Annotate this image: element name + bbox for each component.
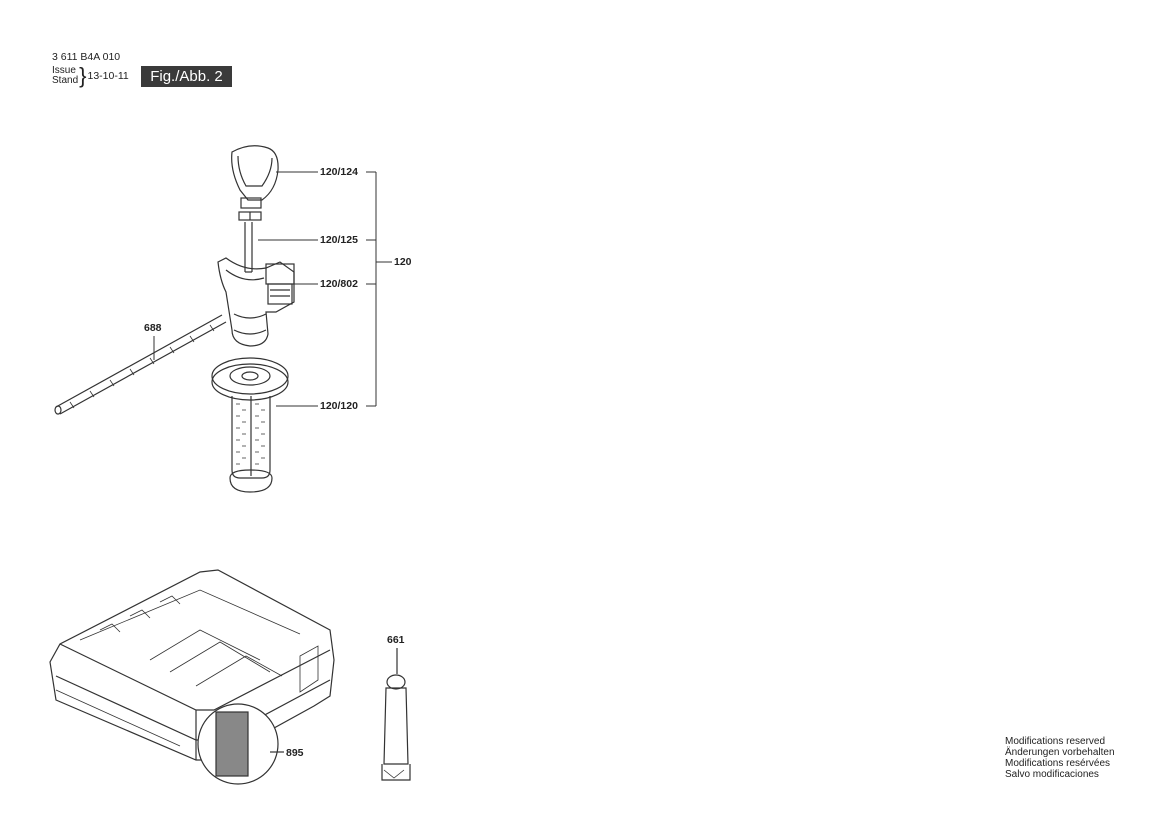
- handle-body-part: [217, 257, 295, 347]
- callout-120-124: 120/124: [320, 166, 358, 178]
- detail-circle-895: [197, 703, 284, 785]
- callout-688: 688: [144, 322, 162, 334]
- modifications-note: Modifications reserved Änderungen vorbeh…: [1005, 736, 1115, 780]
- depth-stop-rod-part: [54, 314, 227, 415]
- modifications-line-es: Salvo modificaciones: [1005, 769, 1099, 780]
- callout-120-802: 120/802: [320, 278, 358, 290]
- issue-date: 13-10-11: [87, 69, 129, 82]
- issue-stand-block: Issue Stand }13-10-11: [52, 63, 129, 88]
- leader-lines-upper: [153, 171, 392, 407]
- grip-part: [211, 357, 289, 493]
- modifications-line-fr: Modifications resérvées: [1005, 758, 1111, 769]
- modifications-line-en: Modifications reserved: [1005, 736, 1106, 747]
- callout-120: 120: [394, 256, 412, 268]
- document-number: 3 611 B4A 010: [52, 51, 121, 63]
- carrying-case-part: [49, 569, 335, 761]
- issue-stand-labels: Issue Stand: [52, 66, 78, 86]
- threaded-rod-part: [244, 222, 253, 273]
- callout-895: 895: [286, 747, 304, 759]
- issue-label: Issue: [52, 65, 76, 76]
- callout-661: 661: [387, 634, 405, 646]
- modifications-line-de: Änderungen vorbehalten: [1005, 747, 1115, 758]
- figure-label: Fig./Abb. 2: [141, 66, 232, 87]
- brace-icon: }: [79, 63, 87, 88]
- stand-label: Stand: [52, 75, 79, 86]
- callout-120-125: 120/125: [320, 234, 358, 246]
- grease-tube-part: [381, 648, 411, 781]
- clamp-band-part: [231, 145, 279, 221]
- callout-120-120: 120/120: [320, 400, 358, 412]
